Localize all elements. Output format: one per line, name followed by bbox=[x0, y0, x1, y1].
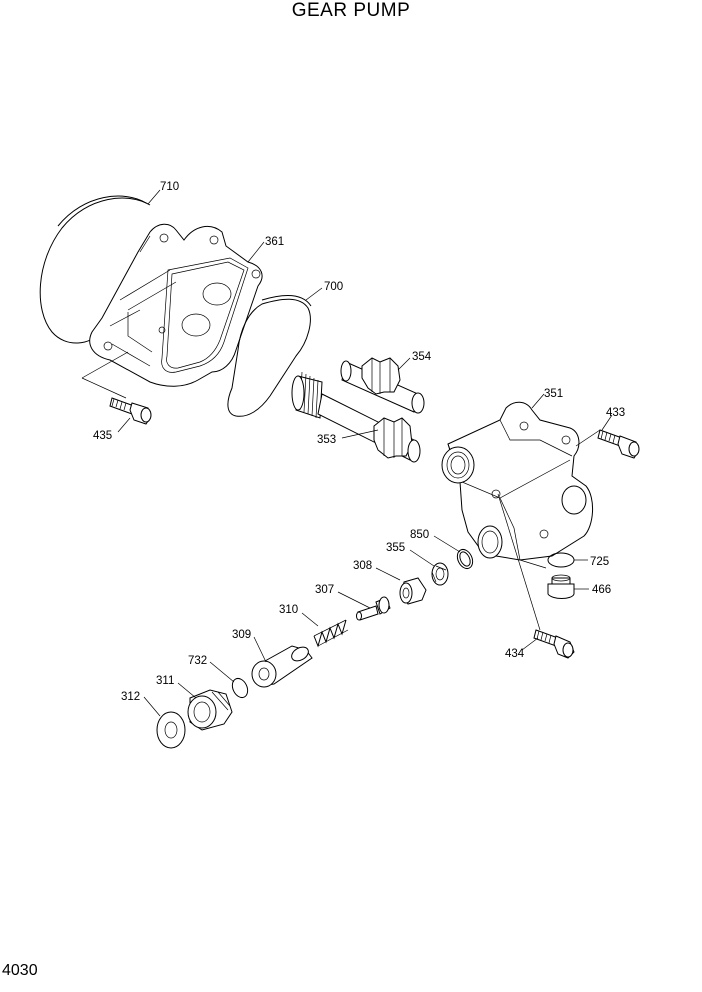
part-355-seal bbox=[431, 562, 449, 586]
part-466-plug bbox=[547, 574, 575, 599]
part-308-spool bbox=[399, 577, 427, 605]
label-433: 433 bbox=[606, 407, 625, 419]
part-353-drive-shaft bbox=[291, 371, 421, 463]
part-309-sleeve bbox=[251, 645, 313, 688]
part-435-bolt bbox=[109, 397, 152, 425]
label-310: 310 bbox=[279, 604, 298, 616]
label-710: 710 bbox=[160, 181, 179, 193]
part-433-bolt bbox=[597, 429, 640, 459]
page-title: GEAR PUMP bbox=[291, 0, 411, 21]
part-311-plug bbox=[187, 689, 233, 731]
label-850: 850 bbox=[410, 529, 429, 541]
label-312: 312 bbox=[121, 691, 140, 703]
part-354-gear-shaft bbox=[340, 357, 425, 414]
part-312-washer bbox=[156, 711, 186, 749]
label-435: 435 bbox=[93, 430, 112, 442]
leader-lines bbox=[117, 189, 613, 717]
label-309: 309 bbox=[232, 629, 251, 641]
part-725-oring bbox=[547, 552, 575, 568]
label-311: 311 bbox=[156, 675, 174, 687]
label-725: 725 bbox=[590, 556, 609, 568]
label-353: 353 bbox=[317, 434, 336, 446]
part-700-gasket bbox=[227, 295, 312, 417]
label-361: 361 bbox=[265, 236, 284, 248]
part-labels: 710 361 700 354 351 433 435 353 850 355 … bbox=[93, 181, 625, 703]
label-732: 732 bbox=[188, 655, 207, 667]
part-434-bolt bbox=[533, 629, 575, 659]
part-732-oring bbox=[231, 677, 249, 699]
part-850-ring bbox=[456, 548, 474, 570]
label-354: 354 bbox=[412, 351, 432, 363]
part-710-oring bbox=[39, 195, 151, 344]
label-434: 434 bbox=[505, 648, 525, 660]
label-700: 700 bbox=[324, 281, 343, 293]
label-466: 466 bbox=[592, 584, 611, 596]
label-355: 355 bbox=[386, 542, 405, 554]
part-310-spring bbox=[313, 619, 349, 648]
page-number: 4030 bbox=[2, 962, 38, 979]
label-308: 308 bbox=[353, 560, 372, 572]
part-351-body bbox=[441, 401, 593, 561]
part-361-cover bbox=[89, 223, 263, 387]
label-351: 351 bbox=[544, 388, 563, 400]
label-307: 307 bbox=[315, 584, 334, 596]
part-307-poppet bbox=[356, 596, 391, 621]
